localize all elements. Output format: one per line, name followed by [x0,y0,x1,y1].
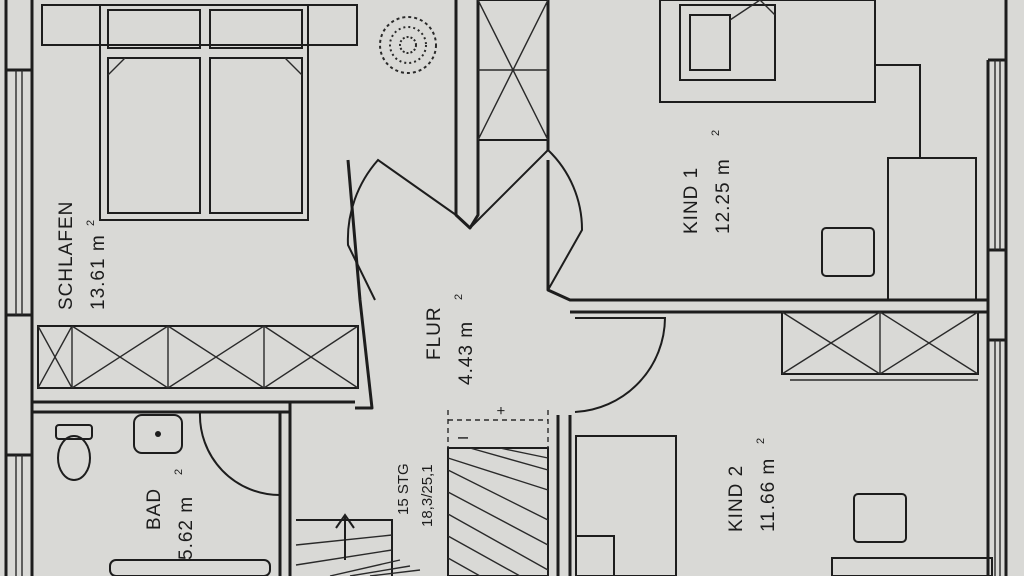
bad-unit-sup: 2 [173,468,185,475]
kind2-wardrobe [781,311,979,381]
kind2-pillow [575,535,615,576]
kind1-unit-sup: 2 [710,129,722,136]
kind1-door-swing [469,148,584,291]
stair-mark-b: + [493,406,510,415]
flur-unit-sup: 2 [453,293,465,300]
bathtub [109,559,271,576]
flur-name: FLUR [424,306,445,360]
kind2-desk [831,557,993,576]
room-label-schlafen: SCHLAFEN 13.61 m 2 [56,201,109,310]
hall-closet [477,0,549,141]
schlafen-door-swing [346,158,457,301]
sink-icon [133,414,183,454]
kind2-unit-sup: 2 [755,437,767,444]
stair-ratio: 18,3/25,1 [419,464,436,527]
kind1-shelf [875,64,921,158]
bad-door-swing [198,411,281,496]
kind1-armchair [659,0,876,103]
room-label-flur: FLUR 4.43 m 2 [424,293,477,385]
kind1-desk [887,157,977,301]
kind1-name: KIND 1 [681,167,702,234]
schlafen-name: SCHLAFEN [56,201,77,310]
toilet-icon [55,424,93,481]
kind2-door-swing [574,317,667,413]
room-label-kind1: KIND 1 12.25 m 2 [681,129,734,234]
stair-label: 15 STG 18,3/25,1 [395,463,436,527]
bad-name: BAD [144,488,165,530]
kind2-chair [853,493,907,543]
stair-steps: 15 STG [395,463,412,515]
bad-area: 5.62 m [176,496,197,560]
double-bed [41,4,358,221]
kind2-bed [575,435,677,576]
schlafen-area: 13.61 m [88,234,109,310]
staircase: I + [295,406,549,576]
kind2-name: KIND 2 [726,465,747,532]
kind1-chair [821,227,875,277]
outer-walls [4,0,1008,576]
flur-area: 4.43 m [456,321,477,385]
stair-mark-a: I [455,436,472,440]
room-label-bad: BAD 5.62 m 2 [144,468,197,560]
kind1-area: 12.25 m [713,158,734,234]
room-label-kind2: KIND 2 11.66 m 2 [726,437,779,532]
schlafen-unit-sup: 2 [85,219,97,226]
plant-icon [379,16,437,74]
kind2-area: 11.66 m [758,458,779,532]
schlafen-wardrobe [37,325,359,389]
